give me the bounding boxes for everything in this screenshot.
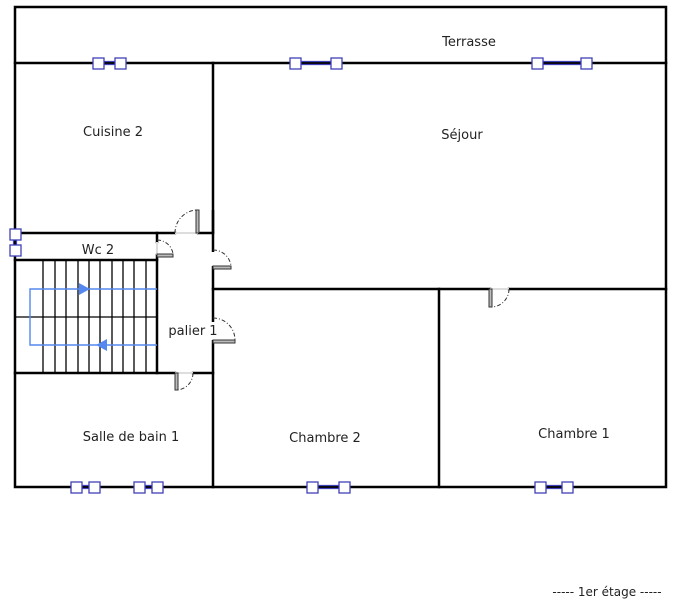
staircase (15, 260, 157, 373)
door-chambre1 (488, 288, 510, 308)
window (133, 481, 164, 494)
stair-arrow-down-icon (96, 339, 107, 351)
window (70, 481, 101, 494)
stair-direction-path (29, 288, 157, 346)
room-label-palier: palier 1 (168, 324, 217, 339)
room-label-terrasse: Terrasse (441, 35, 496, 50)
door-sejour-palier (212, 249, 232, 270)
room-label-wc: Wc 2 (82, 243, 114, 258)
room-label-sejour: Séjour (441, 128, 483, 143)
window (289, 57, 343, 70)
stair-arrow-up-icon (79, 283, 90, 295)
door-chambre2 (212, 317, 236, 344)
room-label-chambre1: Chambre 1 (538, 427, 610, 442)
room-label-chambre2: Chambre 2 (289, 431, 361, 446)
window (92, 57, 127, 70)
window (306, 481, 351, 494)
door-salle-de-bain (174, 372, 194, 391)
window (534, 481, 574, 494)
door-wc (156, 239, 174, 258)
window (9, 228, 22, 257)
window (531, 57, 593, 70)
room-label-cuisine: Cuisine 2 (83, 125, 143, 140)
door-cuisine (174, 209, 200, 234)
floor-label: ----- 1er étage ----- (552, 585, 661, 599)
room-label-salle-de-bain: Salle de bain 1 (83, 430, 179, 445)
